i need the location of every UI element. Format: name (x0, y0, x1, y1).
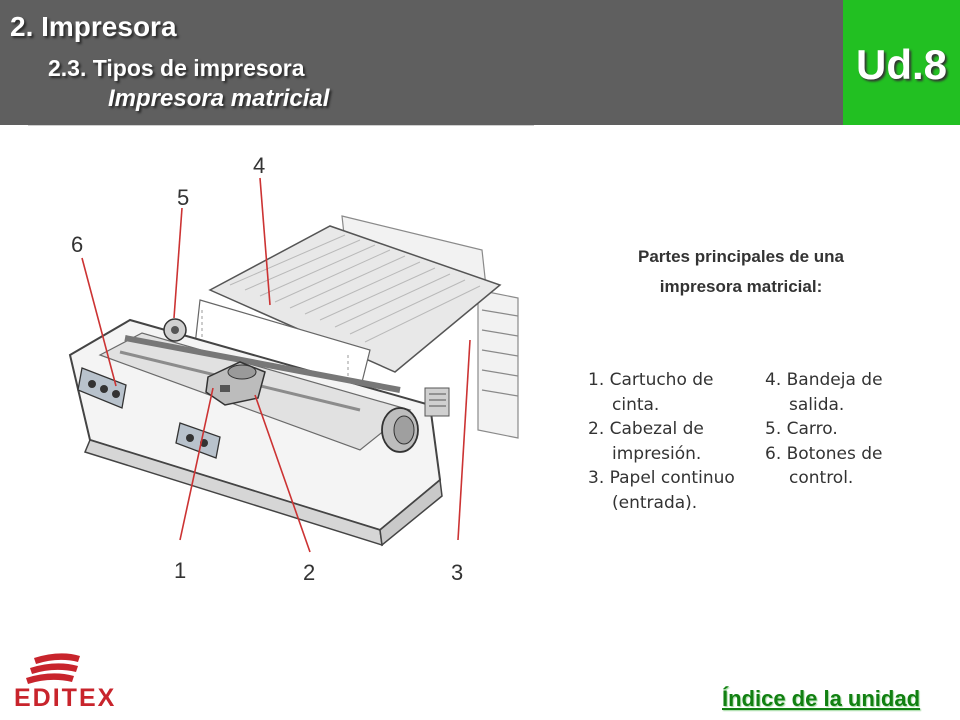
unit-index-link[interactable]: Índice de la unidad (722, 686, 921, 711)
slide-title: 2. Impresora (10, 11, 177, 42)
caption-line: impresora matricial: (659, 277, 823, 296)
part-item: 3. Papel continuo (entrada). (588, 468, 735, 513)
part-item: 6. Botones de control. (765, 443, 883, 489)
part-item: 4. Bandeja de salida. (765, 370, 883, 415)
slide-header: 2. Impresora 2.3. Tipos de impresora Imp… (0, 0, 843, 125)
callout-number: 6 (71, 232, 83, 257)
editex-logo-icon (26, 653, 80, 684)
callout-number: 5 (177, 185, 189, 210)
callout-number: 1 (174, 558, 186, 583)
part-item: 1. Cartucho de cinta. (588, 370, 714, 415)
dot-matrix-printer-illustration: 1 2 3 4 5 6 (68, 153, 519, 585)
print-carriage (205, 361, 266, 406)
parts-list-right: 4. Bandeja de salida. 5. Carro. 6. Boton… (765, 368, 905, 491)
callout-number: 3 (451, 560, 463, 585)
header-divider (28, 125, 534, 126)
platen-knob (381, 407, 419, 453)
callout-number: 4 (253, 153, 265, 178)
part-item: 2. Cabezal de impresión. (588, 419, 704, 464)
control-panel (77, 367, 221, 459)
slide-section: Impresora matricial (108, 85, 330, 112)
tractor-gear (163, 318, 187, 342)
caption-line: Partes principales de una (638, 247, 844, 266)
unit-label: Ud.8 (855, 41, 947, 88)
parts-caption: Partes principales de una impresora matr… (596, 242, 886, 302)
slide-subtitle: 2.3. Tipos de impresora (48, 55, 305, 81)
unit-badge: Ud.8 (843, 0, 960, 125)
part-item: 5. Carro. (765, 419, 838, 439)
callout-number: 2 (303, 560, 315, 585)
editex-logo-text: EDITEX (14, 684, 117, 712)
callout-lines (81, 177, 471, 553)
parts-list-left: 1. Cartucho de cinta. 2. Cabezal de impr… (588, 368, 760, 515)
